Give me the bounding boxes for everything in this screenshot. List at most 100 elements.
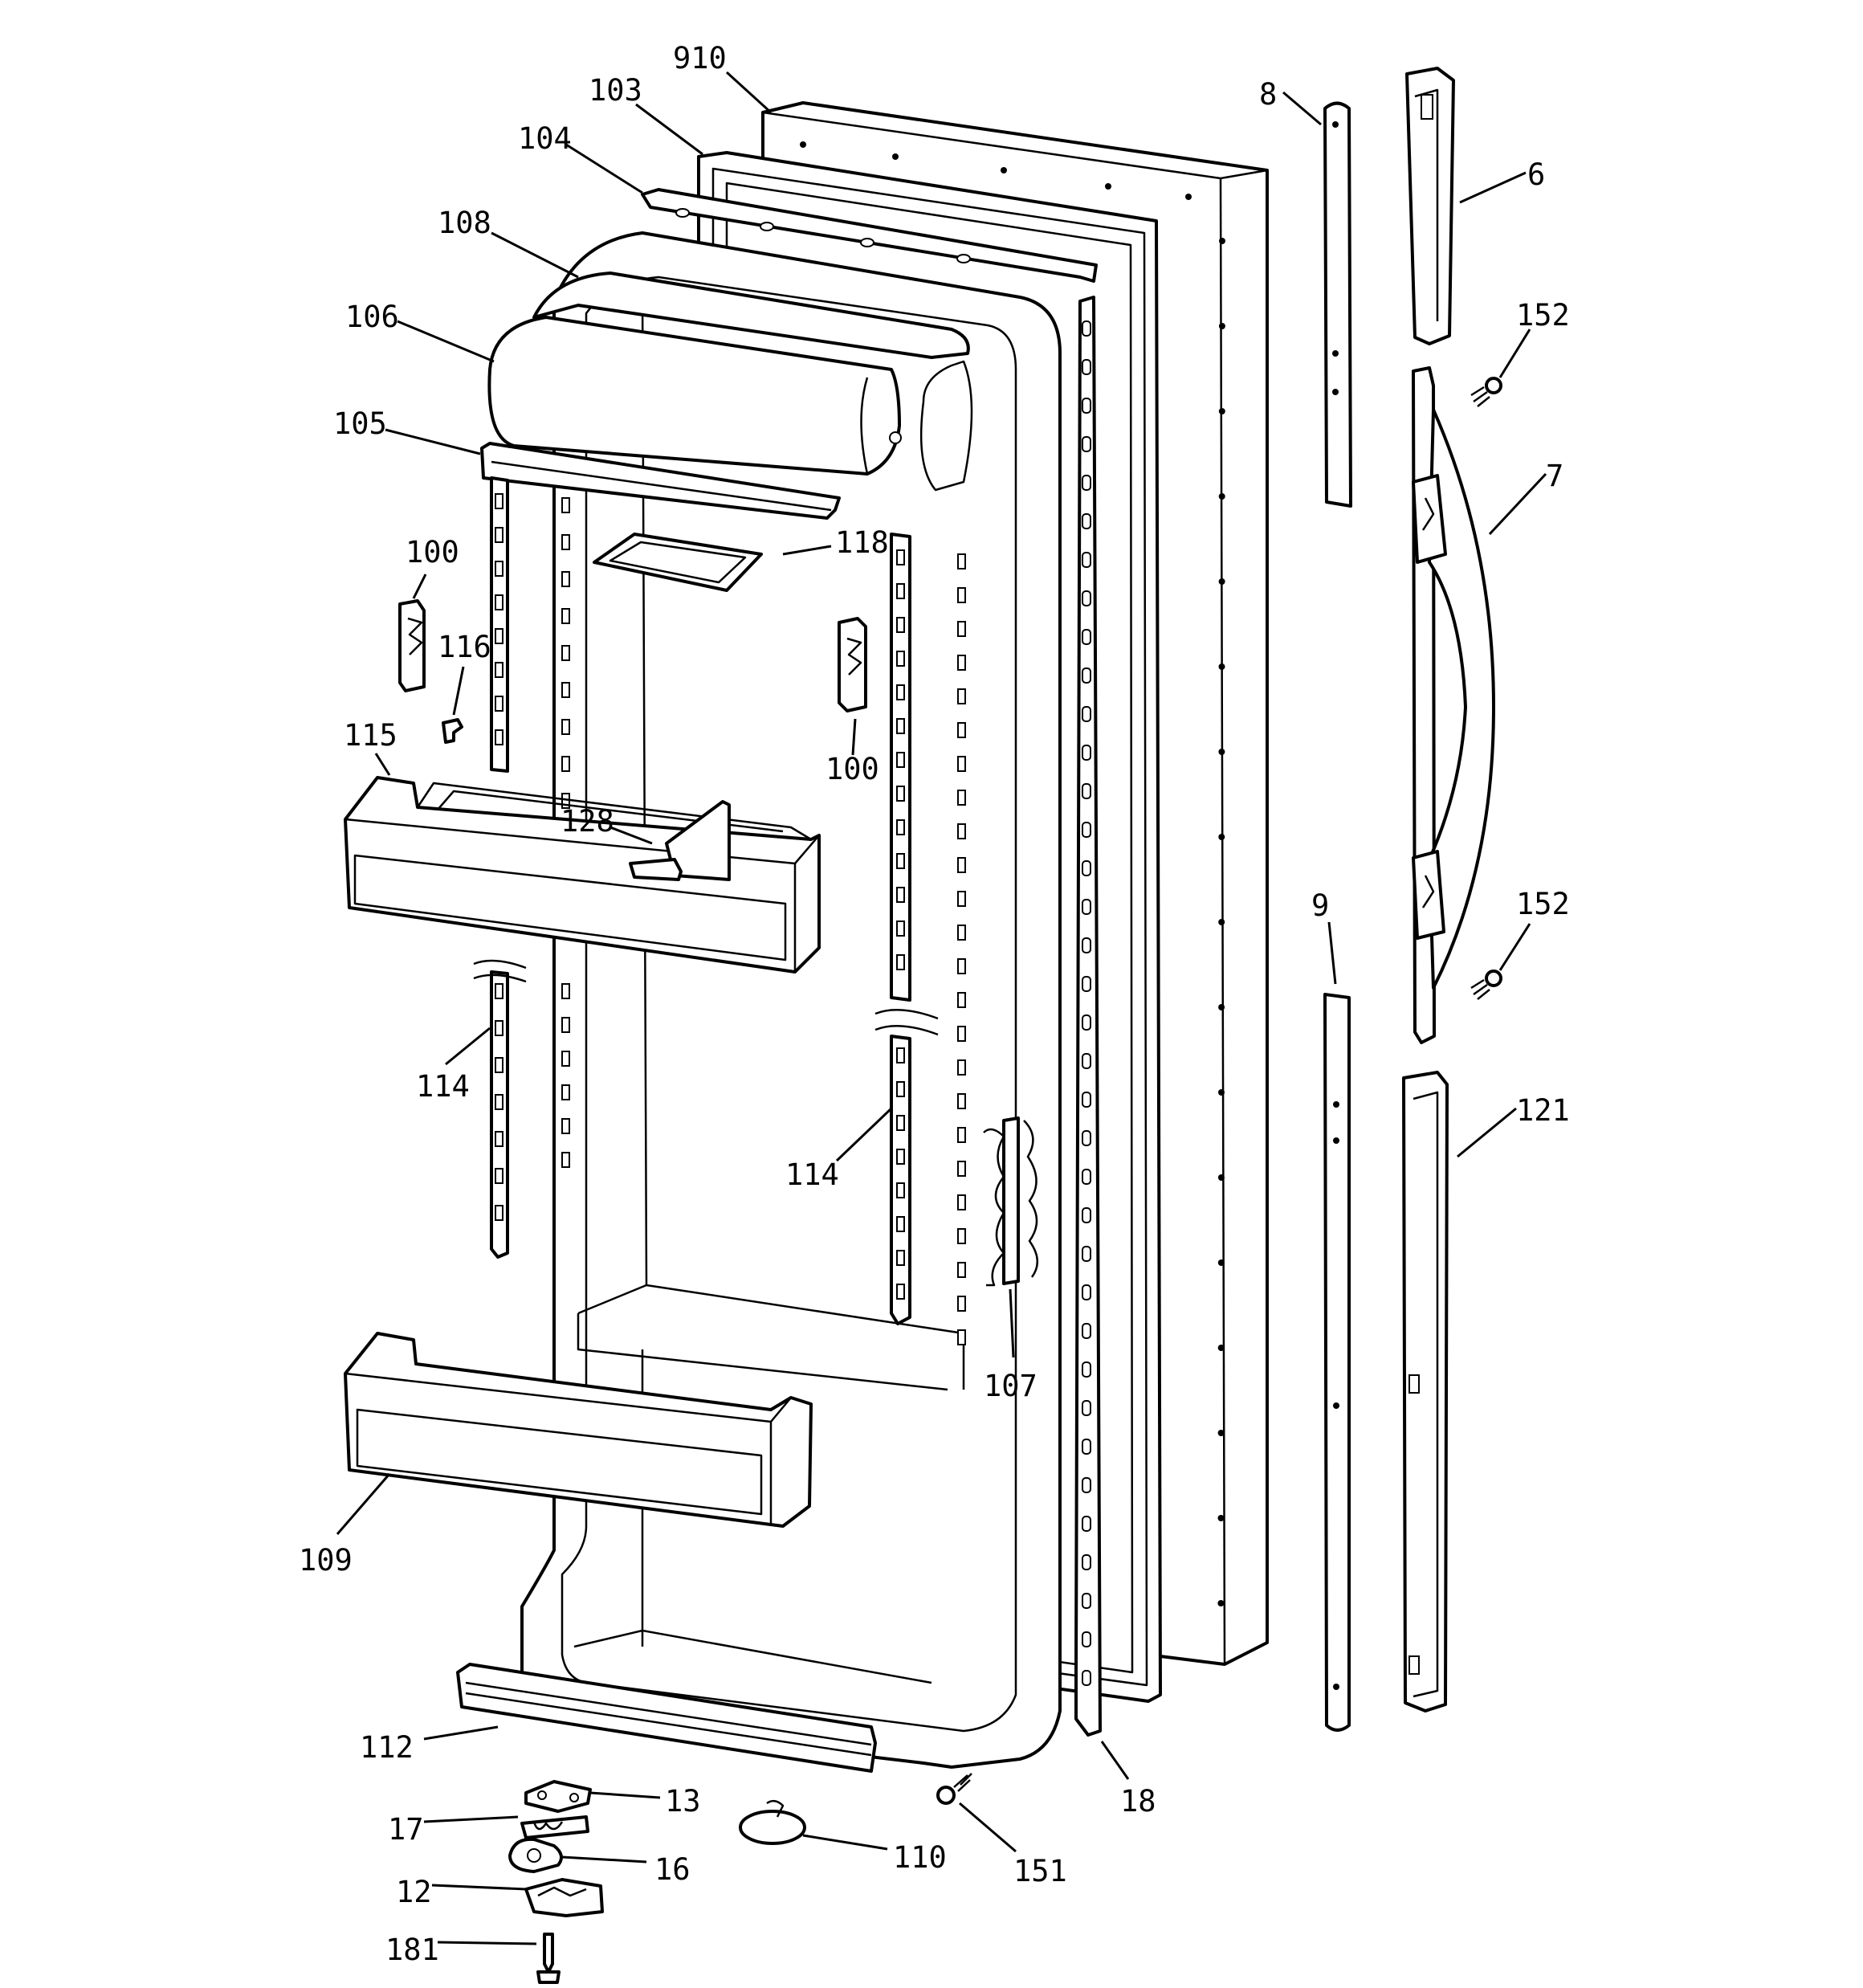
panel-hole — [1218, 834, 1225, 840]
rail-slot — [896, 1182, 905, 1198]
strip-slot — [1082, 745, 1091, 761]
liner-slot — [561, 756, 570, 772]
strip-slot — [1082, 1169, 1091, 1185]
rail-slot — [495, 628, 503, 644]
panel-hole — [800, 141, 806, 148]
panel-hole — [1217, 1430, 1225, 1436]
rail-slot — [896, 1284, 905, 1300]
top-cap-strip — [641, 188, 1098, 283]
liner-slot — [561, 1118, 570, 1134]
label-115: 115 — [344, 718, 397, 753]
rail-slot — [495, 1205, 503, 1221]
panel-hole — [1217, 1345, 1225, 1351]
rail-slot — [495, 1168, 503, 1184]
liner-slot — [561, 571, 570, 587]
panel-hole — [1218, 323, 1225, 329]
small-clip — [442, 718, 463, 744]
rail-slot — [896, 1216, 905, 1232]
plug-110 — [739, 1799, 806, 1845]
rail-slot — [896, 853, 905, 869]
liner-slot — [957, 891, 966, 907]
strip-slot — [1082, 1014, 1091, 1031]
rail-slot — [896, 887, 905, 903]
small-tray — [593, 533, 763, 592]
liner-slot — [957, 1194, 966, 1210]
leader-lines — [336, 71, 1547, 1945]
strip-slot — [1082, 1477, 1091, 1493]
rail-slot — [896, 718, 905, 734]
screw-181 — [536, 1933, 561, 1984]
liner-slot — [957, 621, 966, 637]
label-910: 910 — [673, 41, 727, 76]
strip-slot — [1082, 1130, 1091, 1146]
panel-hole — [1218, 408, 1225, 414]
label-104: 104 — [518, 121, 572, 156]
label-114-right: 114 — [785, 1157, 839, 1192]
rail-break-left — [473, 959, 527, 983]
strip-slot — [1082, 398, 1091, 414]
strip-slot — [1082, 513, 1091, 529]
liner-slot — [957, 958, 966, 974]
rail-slot — [896, 1047, 905, 1063]
hinge-plate-13 — [524, 1780, 592, 1813]
panel-hole — [1185, 194, 1192, 200]
hinge-shim-17 — [520, 1815, 589, 1839]
strip-slot — [1082, 976, 1091, 992]
panel-hole — [1218, 749, 1225, 755]
strip-slot — [1082, 1554, 1091, 1570]
strip-slot — [1082, 629, 1091, 645]
upper-handle-trim — [1323, 101, 1352, 508]
strip-slot — [1082, 1593, 1091, 1609]
panel-hole — [1001, 167, 1007, 173]
rail-slot — [896, 684, 905, 700]
liner-slot — [957, 1329, 966, 1345]
label-16: 16 — [654, 1852, 691, 1887]
panel-hole — [1217, 1174, 1225, 1181]
rail-slot — [896, 1149, 905, 1165]
rail-slot — [495, 1057, 503, 1073]
rail-slot — [495, 983, 503, 999]
rail-clip-left — [398, 599, 426, 692]
label-7: 7 — [1546, 459, 1563, 493]
label-9: 9 — [1311, 888, 1329, 923]
rail-slot — [495, 696, 503, 712]
lower-handle-trim — [1323, 993, 1351, 1732]
strip-slot — [1082, 552, 1091, 568]
rail-slot — [896, 583, 905, 599]
strip-slot — [1082, 359, 1091, 375]
panel-hole — [1218, 1089, 1225, 1096]
handle-screw-lower — [1470, 970, 1502, 1000]
label-100-left: 100 — [406, 535, 459, 569]
liner-slot — [561, 719, 570, 735]
panel-hole — [1218, 578, 1225, 585]
label-12: 12 — [396, 1875, 432, 1909]
label-107: 107 — [984, 1369, 1037, 1403]
rail-slot — [896, 1115, 905, 1131]
rail-slot — [896, 921, 905, 937]
label-108: 108 — [438, 206, 491, 240]
strip-slot — [1082, 1631, 1091, 1647]
hinge-side-strip — [1074, 296, 1102, 1737]
panel-hole — [892, 153, 899, 160]
screw-151 — [936, 1773, 972, 1805]
dairy-housing — [532, 271, 970, 359]
rail-slot — [495, 1131, 503, 1147]
strip-slot — [1082, 1053, 1091, 1069]
rail-slot — [896, 1250, 905, 1266]
rail-slot — [495, 561, 503, 577]
strip-slot — [1082, 937, 1091, 953]
liner-slot — [957, 553, 966, 569]
liner-slot — [957, 655, 966, 671]
liner-slot — [957, 722, 966, 738]
side-rail-segment — [983, 1116, 1038, 1287]
strip-slot — [1082, 667, 1091, 684]
strip-slot — [1082, 320, 1091, 337]
label-151: 151 — [1013, 1854, 1067, 1888]
rail-slot — [896, 651, 905, 667]
strip-slot — [1082, 1439, 1091, 1455]
liner-slot — [957, 1093, 966, 1109]
strip-slot — [1082, 1670, 1091, 1686]
strip-slot — [1082, 1400, 1091, 1416]
label-152-lower: 152 — [1516, 887, 1570, 921]
